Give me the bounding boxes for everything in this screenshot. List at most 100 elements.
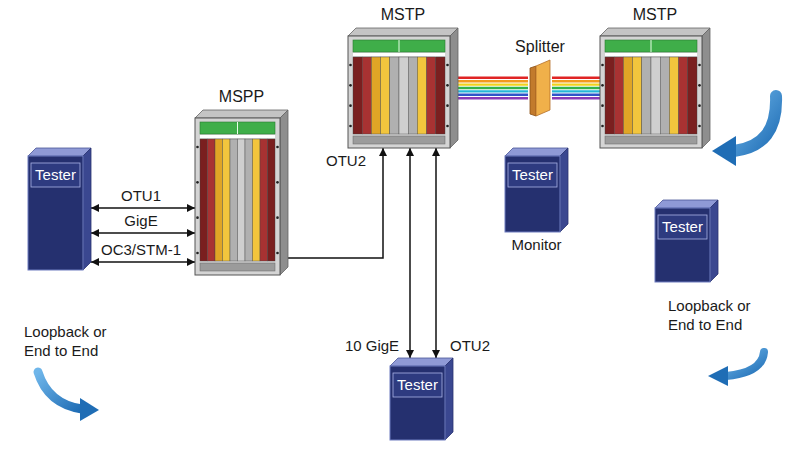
rack-card xyxy=(669,57,678,134)
tester-top xyxy=(505,148,568,156)
link-line xyxy=(288,148,383,258)
rack-front xyxy=(195,118,280,275)
rack-card xyxy=(633,57,642,134)
loop-arrow-head xyxy=(80,398,99,421)
splitter-edge xyxy=(530,66,536,116)
rack-front xyxy=(348,36,450,148)
fiber-strand xyxy=(458,87,528,89)
rack-card xyxy=(260,139,268,261)
tester-label: Tester xyxy=(512,166,553,184)
rack-card xyxy=(208,139,216,261)
fiber-strand xyxy=(458,80,528,82)
tester-side xyxy=(710,200,718,282)
link-line xyxy=(91,207,195,209)
rack-card xyxy=(230,139,238,261)
tester-top xyxy=(390,358,453,366)
rack-card xyxy=(679,57,688,134)
link-label: OC3/STM-1 xyxy=(99,241,183,259)
rack-card xyxy=(408,57,417,134)
link-label: GigE xyxy=(122,212,159,230)
rack-card xyxy=(642,57,651,134)
rack-top xyxy=(195,110,288,118)
rack-side xyxy=(702,28,710,148)
fiber-strand xyxy=(552,97,600,99)
tester-unit: Tester xyxy=(655,200,718,282)
rack-screw xyxy=(601,104,604,107)
rack-card xyxy=(651,57,660,134)
rack-strip xyxy=(200,135,275,138)
rack-screw xyxy=(601,125,604,128)
tester-front xyxy=(28,156,83,270)
splitter-plate xyxy=(536,60,550,116)
link-line xyxy=(91,232,195,234)
rack-header xyxy=(605,40,697,52)
node-shape xyxy=(390,358,453,440)
equipment-rack: MSPP xyxy=(195,110,288,275)
node-heading: MSPP xyxy=(219,88,264,106)
node-shape xyxy=(600,28,710,148)
rack-card xyxy=(417,57,426,134)
fiber-strand xyxy=(458,94,528,96)
fiber-strand xyxy=(552,80,600,82)
loop-arrow-body xyxy=(38,372,82,409)
link-line xyxy=(409,148,411,358)
rack-screw xyxy=(276,216,279,219)
node-shape xyxy=(528,60,552,116)
fiber-strand xyxy=(458,77,528,79)
tester-side xyxy=(83,148,91,270)
rack-card xyxy=(371,57,380,134)
tester-side xyxy=(445,358,453,440)
rack-card xyxy=(390,57,399,134)
tester-top xyxy=(28,148,91,156)
rack-strip xyxy=(605,53,697,56)
signal-link xyxy=(436,148,437,358)
rack-screw xyxy=(196,181,199,184)
signal-link xyxy=(91,233,195,234)
rack-base xyxy=(200,263,275,271)
rack-card xyxy=(688,57,697,134)
rack-card xyxy=(399,57,408,134)
rack-screw xyxy=(276,252,279,255)
tester-side xyxy=(560,148,568,232)
tester-panel xyxy=(658,215,707,239)
node-heading: MSTP xyxy=(381,6,425,24)
node-shape xyxy=(655,200,718,282)
rack-card xyxy=(436,57,445,134)
rack-card xyxy=(245,139,253,261)
rack-divider xyxy=(651,40,652,52)
fiber-strand xyxy=(458,97,528,99)
rack-screw xyxy=(196,146,199,149)
rack-card xyxy=(381,57,390,134)
tester-panel xyxy=(31,163,80,187)
loop-arrow-head xyxy=(712,136,736,166)
link-line xyxy=(435,148,437,358)
optical-splitter: Splitter xyxy=(528,60,552,116)
node-shape xyxy=(195,110,288,275)
rack-screw xyxy=(446,84,449,87)
fiber-strand xyxy=(552,90,600,92)
tester-unit: TesterMonitor xyxy=(505,148,568,232)
tester-front xyxy=(505,156,560,232)
signal-link xyxy=(410,148,411,358)
rack-screw xyxy=(349,64,352,67)
tester-label: Tester xyxy=(662,218,703,236)
note-label: Loopback or End to End xyxy=(24,322,119,360)
fiber-strand xyxy=(458,90,528,92)
tester-front xyxy=(655,208,710,282)
signal-link xyxy=(91,262,195,263)
fiber-strand xyxy=(552,83,600,85)
tester-front xyxy=(390,366,445,440)
rack-card xyxy=(623,57,632,134)
rack-card xyxy=(223,139,231,261)
fiber-strand xyxy=(552,87,600,89)
fiber-bundle xyxy=(552,78,600,98)
signal-link xyxy=(288,148,383,258)
equipment-rack: MSTP xyxy=(600,28,710,148)
link-label: OTU2 xyxy=(448,337,492,355)
rack-card xyxy=(427,57,436,134)
rack-screw xyxy=(446,125,449,128)
rack-header xyxy=(353,40,445,52)
rack-screw xyxy=(446,64,449,67)
equipment-rack: MSTP xyxy=(348,28,458,148)
